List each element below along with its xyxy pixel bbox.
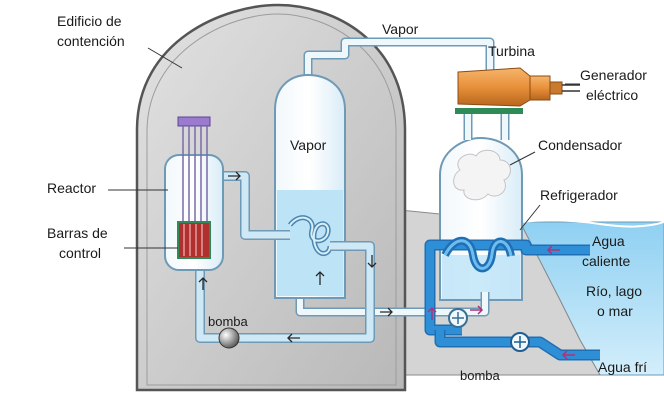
label-containment-1: Edificio de xyxy=(57,13,122,29)
label-hot-water-1: Agua xyxy=(592,233,625,249)
label-secondary-pump: bomba xyxy=(460,368,501,383)
cooling-flow-arrows xyxy=(427,245,575,360)
label-reactor: Reactor xyxy=(47,180,96,196)
label-water-body-1: Río, lago xyxy=(586,283,642,299)
label-condenser: Condensador xyxy=(538,137,622,153)
label-refrigerator: Refrigerador xyxy=(540,187,618,203)
turbine-platform xyxy=(455,108,523,114)
label-steam-generator: Vapor xyxy=(290,137,327,153)
label-control-rods-1: Barras de xyxy=(47,225,108,241)
control-rod-frame xyxy=(177,116,211,127)
cooling-pump xyxy=(510,332,530,352)
condenser-steam-cloud xyxy=(453,149,511,201)
control-rod-guides xyxy=(182,126,208,222)
label-generator-1: Generador xyxy=(580,67,647,83)
label-primary-pump: bomba xyxy=(208,314,249,329)
label-vapor-pipe: Vapor xyxy=(382,21,419,37)
label-cold-water: Agua frí xyxy=(598,359,647,375)
secondary-pump xyxy=(448,308,468,328)
condenser-water-level xyxy=(442,255,520,299)
condenser-housing xyxy=(439,136,523,301)
label-containment-2: contención xyxy=(57,33,125,49)
label-water-body-2: o mar xyxy=(597,303,633,319)
reactor-vessel xyxy=(164,116,224,271)
label-turbine: Turbina xyxy=(488,43,535,59)
flow-arrows xyxy=(198,171,393,343)
label-control-rods-2: control xyxy=(59,245,101,261)
label-generator-2: eléctrico xyxy=(586,87,638,103)
reactor-core xyxy=(177,221,211,259)
turbine xyxy=(455,67,580,114)
label-leaders xyxy=(108,47,580,249)
primary-pump xyxy=(218,327,240,349)
label-hot-water-2: caliente xyxy=(582,253,630,269)
steam-generator xyxy=(274,73,346,299)
